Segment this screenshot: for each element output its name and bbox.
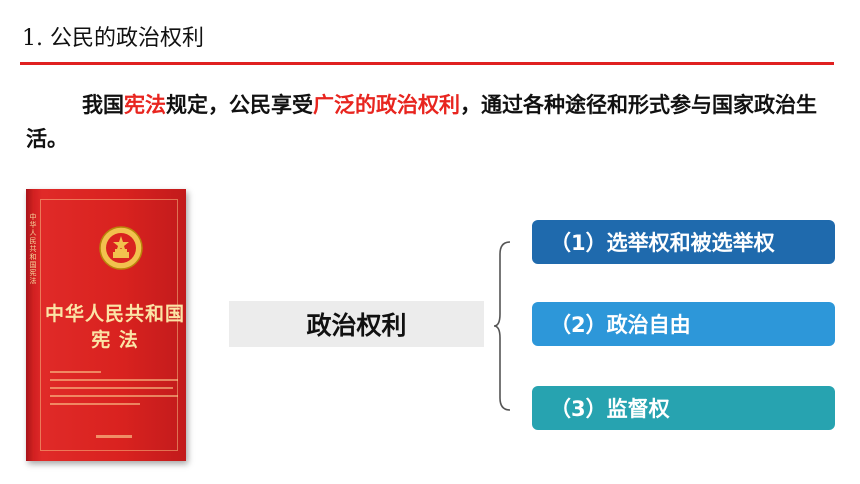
title-divider: [20, 62, 834, 65]
intro-paragraph: 我国宪法规定，公民享受广泛的政治权利，通过各种途径和形式参与国家政治生活。: [26, 88, 826, 156]
intro-highlight-rights: 广泛的政治权利: [313, 93, 460, 117]
national-emblem-icon: [99, 226, 143, 270]
intro-highlight-constitution: 宪法: [124, 93, 166, 117]
intro-text-3: ，通过各种途径和形式参与国家政治生活。: [26, 93, 817, 151]
constitution-book-image: 中华人民共和国宪法 中华人民共和国 宪 法: [26, 189, 186, 461]
right-item-3: （3）监督权: [532, 386, 835, 430]
intro-text-1: 我国: [82, 93, 124, 117]
right-item-1: （1）选举权和被选举权: [532, 220, 835, 264]
right-item-2: （2）政治自由: [532, 302, 835, 346]
book-side-text: 中华人民共和国宪法: [29, 213, 37, 285]
book-publisher-mark: [96, 435, 132, 438]
page-title: 1. 公民的政治权利: [22, 26, 204, 51]
concept-box: 政治权利: [229, 301, 484, 347]
book-title-line-1: 中华人民共和国: [44, 303, 185, 325]
book-spine: [26, 189, 34, 461]
book-title-line-2: 宪 法: [91, 329, 139, 351]
book-preface-lines: [50, 371, 178, 411]
curly-brace-icon: [494, 241, 511, 411]
book-title: 中华人民共和国 宪 法: [40, 301, 190, 353]
intro-text-2: 规定，公民享受: [166, 93, 313, 117]
book-frame: [40, 199, 178, 451]
